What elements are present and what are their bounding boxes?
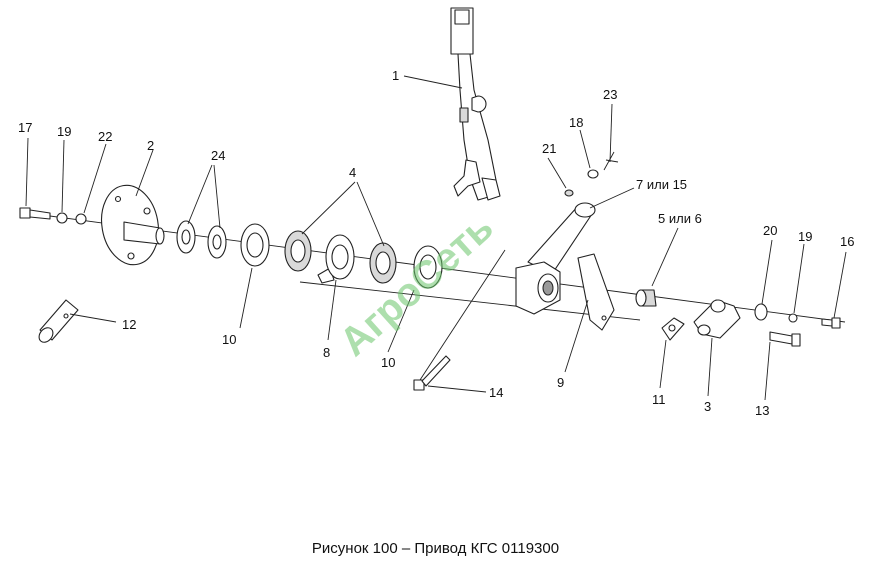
label-19-left: 19	[57, 124, 71, 139]
label-16: 16	[840, 234, 854, 249]
label-19-right: 19	[798, 229, 812, 244]
part-1-lever	[450, 7, 501, 201]
label-17: 17	[18, 120, 32, 135]
label-12: 12	[122, 317, 136, 332]
label-21: 21	[542, 141, 556, 156]
part-22-washer	[75, 213, 87, 225]
part-5-bushing	[635, 289, 657, 307]
label-13: 13	[755, 403, 769, 418]
part-labels: 1 2 3 4 5 или 6 7 или 15 8 9 10 10 11 12…	[18, 68, 854, 418]
label-14: 14	[489, 385, 503, 400]
label-20: 20	[763, 223, 777, 238]
label-2: 2	[147, 138, 154, 153]
part-7-arm	[515, 202, 596, 315]
part-2-flange	[101, 184, 165, 266]
label-10-right: 10	[381, 355, 395, 370]
part-23-cotter-pin	[603, 151, 619, 171]
part-16-bolt	[821, 317, 841, 329]
part-3-lever-small	[693, 299, 741, 339]
part-10-ring-left	[240, 223, 270, 267]
label-5: 5 или 6	[658, 211, 702, 226]
part-13-bolt	[769, 331, 801, 347]
part-12-pin	[38, 299, 79, 343]
label-22: 22	[98, 129, 112, 144]
label-1: 1	[392, 68, 399, 83]
part-19-washer-left	[56, 212, 68, 224]
part-17-bolt	[19, 207, 51, 220]
label-3: 3	[704, 399, 711, 414]
part-20-washer	[754, 303, 768, 321]
part-21-nut	[564, 189, 574, 197]
part-8-tab-ring	[317, 234, 355, 284]
part-18-nut	[587, 169, 599, 179]
leader-lines	[25, 75, 847, 401]
label-23: 23	[603, 87, 617, 102]
part-10-ring-right	[413, 245, 443, 289]
label-8: 8	[323, 345, 330, 360]
part-11-bracket	[661, 317, 685, 341]
part-9-plate	[577, 253, 615, 331]
part-4-rings	[284, 230, 397, 284]
label-10-left: 10	[222, 332, 236, 347]
label-4: 4	[349, 165, 356, 180]
label-9: 9	[557, 375, 564, 390]
label-7: 7 или 15	[636, 177, 687, 192]
part-14-bolt	[413, 355, 451, 391]
label-24: 24	[211, 148, 225, 163]
part-19-washer-right	[788, 313, 798, 323]
figure-caption: Рисунок 100 – Привод КГС 0119300	[311, 540, 560, 557]
label-11: 11	[652, 392, 666, 407]
watermark: АгроСеть	[332, 205, 502, 364]
label-18: 18	[569, 115, 583, 130]
part-24-washers	[176, 220, 227, 259]
